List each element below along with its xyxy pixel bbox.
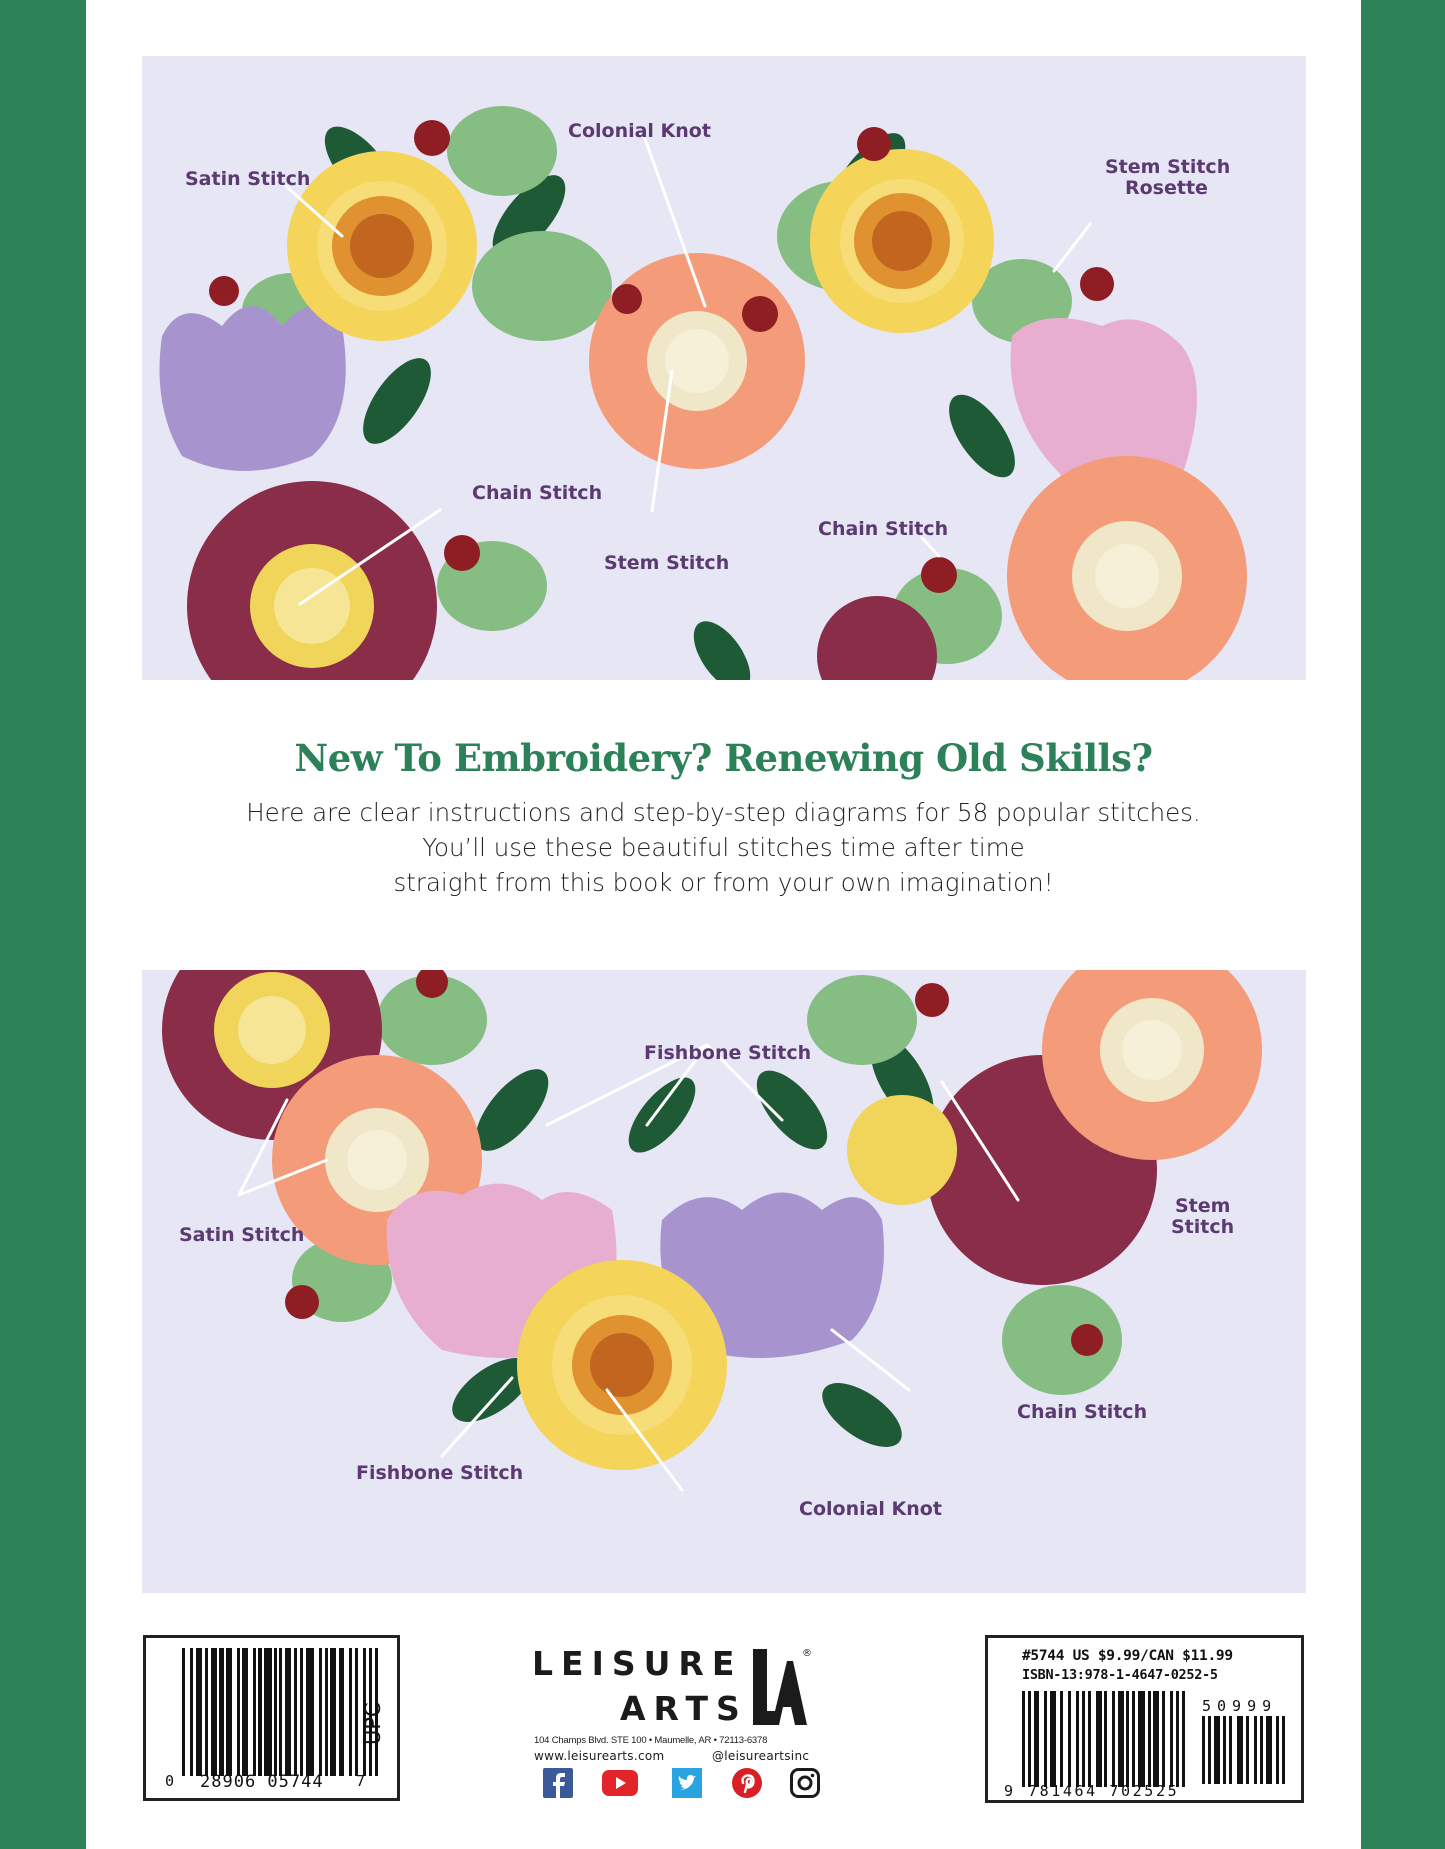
left-green-band [0,0,86,1849]
label-colonial-knot: Colonial Knot [799,1498,942,1520]
isbn-text: ISBN-13:978-1-4647-0252-5 [1022,1667,1218,1683]
label-chain-stitch: Chain Stitch [1017,1401,1148,1423]
label-stem-stitch-rosette-line2: Rosette [1125,177,1208,199]
upc-barcode-box: 0 28906 05744 7 UPC [143,1635,400,1801]
isbn-addon-digits: 50999 [1202,1697,1278,1715]
leisure-arts-la-logo-icon [753,1649,807,1725]
isbn-addon-barcode [1202,1716,1285,1784]
label-stem-stitch: Stem Stitch [604,552,730,574]
label-satin-stitch: Satin Stitch [179,1224,305,1246]
upc-digits-main: 28906 05744 [200,1772,324,1792]
price-text: #5744 US $9.99/CAN $11.99 [1022,1648,1233,1664]
blurb-line-2: You’ll use these beautiful stitches time… [422,833,1025,862]
pinterest-icon[interactable] [732,1768,762,1798]
isbn-digit-left: 9 [1004,1782,1014,1800]
label-stem-stitch-line1: Stem [1175,1195,1231,1217]
label-chain-stitch-right: Chain Stitch [818,518,949,540]
blurb-line-3: straight from this book or from your own… [393,868,1054,897]
label-chain-stitch-left: Chain Stitch [472,482,603,504]
facebook-icon[interactable] [543,1768,573,1798]
twitter-icon[interactable] [672,1768,702,1798]
top-embroidery-photo: Satin Stitch Colonial Knot Stem Stitch R… [142,56,1306,680]
isbn-digits-main: 781464 702525 [1028,1782,1180,1800]
label-satin-stitch: Satin Stitch [185,168,311,190]
label-fishbone-stitch-top: Fishbone Stitch [644,1042,812,1064]
isbn-barcode-box: #5744 US $9.99/CAN $11.99 ISBN-13:978-1-… [985,1635,1304,1803]
blurb: Here are clear instructions and step-by-… [86,795,1361,900]
label-fishbone-stitch-bottom: Fishbone Stitch [356,1462,524,1484]
publisher-name-line2: ARTS [620,1689,748,1728]
embroidery-wreath-bottom-illustration [162,970,1262,1492]
label-stem-stitch-line2: Stitch [1171,1216,1235,1238]
youtube-icon[interactable] [601,1768,639,1798]
embroidery-wreath-top-illustration [159,106,1247,680]
registered-mark: ® [802,1648,812,1659]
headline: New To Embroidery? Renewing Old Skills? [294,736,1153,780]
right-green-band [1361,0,1445,1849]
isbn-barcode [1022,1691,1185,1787]
bottom-embroidery-photo: Fishbone Stitch Stem Stitch Satin Stitch… [142,970,1306,1593]
publisher-name-line1: LEISURE [532,1644,743,1683]
blurb-line-1: Here are clear instructions and step-by-… [246,798,1201,827]
upc-digit-right: 7 [356,1772,366,1790]
label-stem-stitch-rosette-line1: Stem Stitch [1105,156,1231,178]
upc-barcode [182,1648,378,1776]
label-colonial-knot: Colonial Knot [568,120,711,142]
instagram-icon[interactable] [790,1768,820,1798]
publisher-address: 104 Champs Blvd. STE 100 • Maumelle, AR … [534,1735,768,1746]
upc-digit-left: 0 [165,1772,175,1790]
publisher-social-handle[interactable]: @leisureartsinc [712,1749,810,1763]
upc-label: UPC [361,1702,385,1745]
publisher-website-link[interactable]: www.leisurearts.com [534,1749,665,1763]
